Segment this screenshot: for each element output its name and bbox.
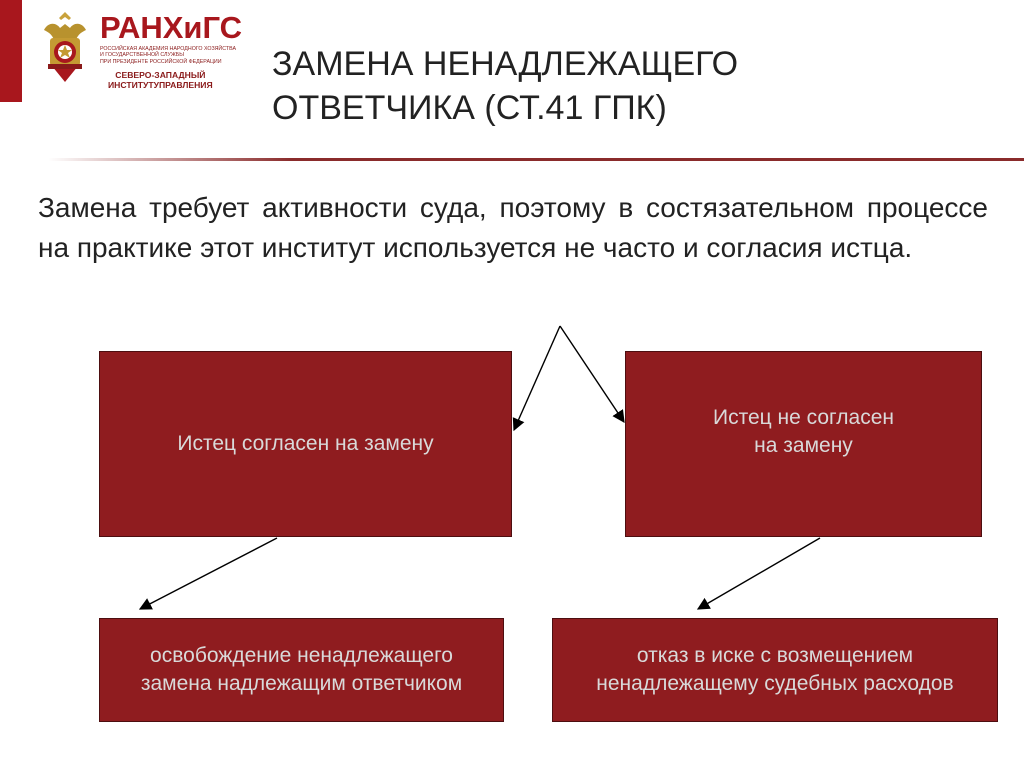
- logo-subtitle: Российская академия народного хозяйства …: [100, 46, 250, 65]
- body-paragraph: Замена требует активности суда, поэтому …: [38, 192, 988, 263]
- box-label-line: отказ в иске с возмещением: [636, 644, 914, 667]
- box-plaintiff-agrees: Истец согласен на замену: [99, 351, 512, 537]
- logo-name: РАНХиГС: [100, 10, 243, 45]
- box-release-defendant: освобождение ненадлежащего замена надлеж…: [99, 618, 504, 722]
- logo-subtitle-line: и государственной службы: [100, 52, 184, 59]
- box-label-line: Истец не согласен: [713, 406, 894, 429]
- arrow-to-disagree: [559, 325, 625, 424]
- box-label: Истец не согласен на замену: [713, 404, 894, 460]
- slide-title: ЗАМЕНА НЕНАДЛЕЖАЩЕГО ОТВЕТЧИКА (СТ.41 ГП…: [272, 42, 972, 130]
- logo-branch-line: ИНСТИТУТУПРАВЛЕНИЯ: [108, 80, 213, 90]
- eagle-emblem-icon: [44, 12, 86, 82]
- logo-branch: СЕВЕРО-ЗАПАДНЫЙ ИНСТИТУТУПРАВЛЕНИЯ: [108, 70, 213, 90]
- logo-branch-line: СЕВЕРО-ЗАПАДНЫЙ: [115, 70, 206, 80]
- logo-subtitle-line: при Президенте Российской Федерации: [100, 58, 222, 65]
- arrow-to-refusal: [696, 537, 821, 610]
- box-label: Истец согласен на замену: [177, 430, 433, 458]
- arrow-to-release: [138, 537, 278, 610]
- box-label-line: Истец согласен на замену: [177, 432, 434, 455]
- box-refusal-of-claim: отказ в иске с возмещением ненадлежащему…: [552, 618, 998, 722]
- box-label-line: замена надлежащим ответчиком: [140, 672, 463, 695]
- box-label: отказ в иске с возмещением ненадлежащему…: [596, 642, 953, 698]
- box-label: освобождение ненадлежащего замена надлеж…: [141, 642, 462, 698]
- box-plaintiff-disagrees: Истец не согласен на замену: [625, 351, 982, 537]
- left-accent-bar: [0, 0, 22, 102]
- title-divider: [48, 158, 1024, 161]
- box-label-line: ненадлежащему судебных расходов: [596, 672, 954, 695]
- slide-title-line: ОТВЕТЧИКА (СТ.41 ГПК): [272, 89, 667, 127]
- ranepa-logo: РАНХиГС Российская академия народного хо…: [38, 8, 248, 100]
- slide-title-line: ЗАМЕНА НЕНАДЛЕЖАЩЕГО: [272, 45, 739, 83]
- logo-subtitle-line: Российская академия народного хозяйства: [100, 46, 237, 52]
- arrow-to-agree: [512, 325, 561, 432]
- box-label-line: освобождение ненадлежащего: [150, 644, 453, 667]
- box-label-line: на замену: [754, 434, 853, 457]
